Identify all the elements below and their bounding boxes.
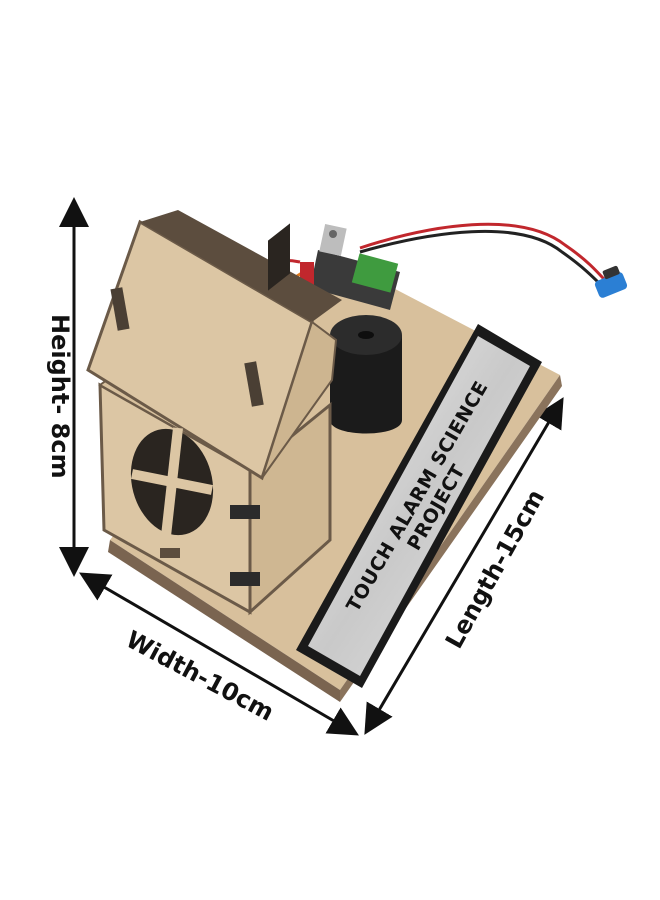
height-label: Height- 8cm [46, 314, 74, 479]
buzzer-icon [330, 315, 402, 434]
battery-clip-icon [594, 265, 628, 298]
width-dimension-arrow-icon [79, 572, 359, 736]
window [130, 427, 214, 537]
house-model [86, 210, 342, 616]
length-dimension-arrow-icon [364, 397, 564, 735]
circuit-board [300, 224, 400, 310]
nameplate [296, 324, 542, 688]
